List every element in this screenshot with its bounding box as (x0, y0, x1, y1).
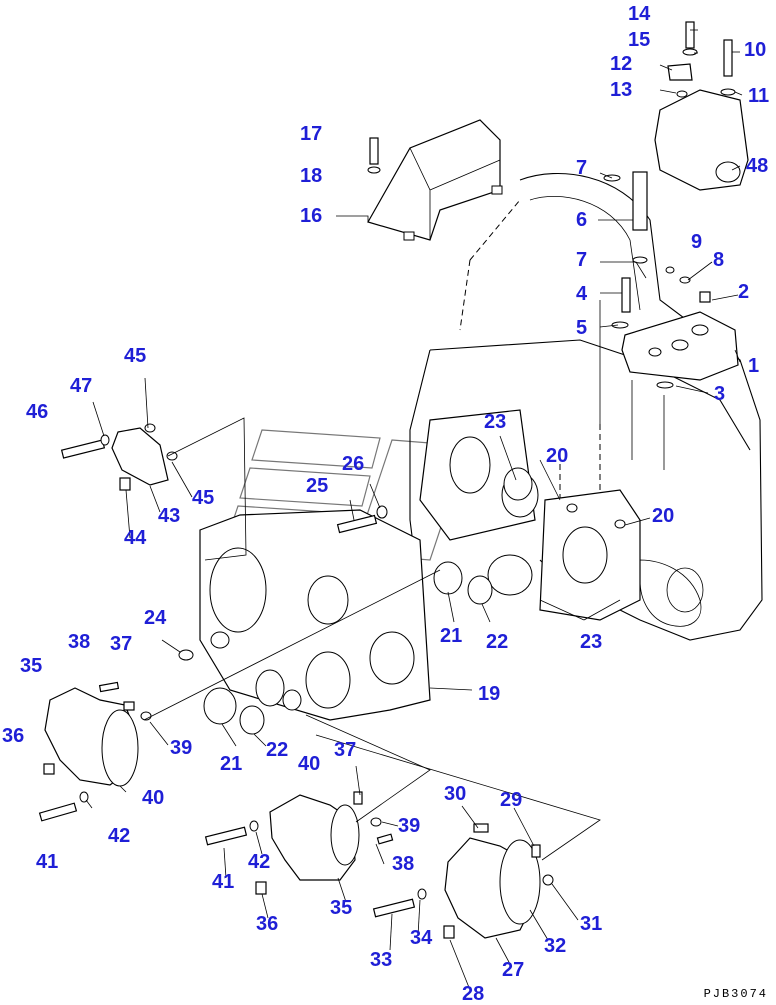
cover-16 (367, 119, 503, 241)
callout-23a: 23 (484, 411, 507, 433)
callout-25: 25 (306, 475, 329, 497)
callout-35b: 35 (330, 897, 353, 919)
pump-35-center (204, 791, 394, 895)
callout-39b: 39 (398, 815, 421, 837)
callout-20a: 20 (546, 445, 569, 467)
callout-42b: 42 (248, 851, 271, 873)
callout-7a: 7 (576, 157, 588, 179)
leader-lines (85, 29, 743, 991)
drawing-code: PJB3074 (703, 987, 768, 1001)
callout-21a: 21 (440, 625, 463, 647)
callout-44: 44 (124, 527, 147, 549)
rear-plate-19 (199, 509, 431, 721)
callout-48: 48 (746, 155, 769, 177)
callout-30: 30 (444, 783, 467, 805)
callout-29: 29 (500, 789, 523, 811)
callout-1: 1 (748, 355, 760, 377)
callout-45b: 45 (192, 487, 215, 509)
callout-34: 34 (410, 927, 433, 949)
callout-36b: 36 (256, 913, 279, 935)
callout-19: 19 (478, 683, 501, 705)
gasket-23 (419, 409, 641, 621)
callout-45a: 45 (124, 345, 147, 367)
callout-40a: 40 (142, 787, 165, 809)
callout-15: 15 (628, 29, 651, 51)
callout-24: 24 (144, 607, 167, 629)
callout-35a: 35 (20, 655, 43, 677)
callout-12: 12 (610, 53, 633, 75)
callout-9: 9 (691, 231, 703, 253)
callout-28: 28 (462, 983, 485, 1005)
valve-assembly-48 (654, 21, 749, 191)
seals (178, 137, 626, 735)
callout-46: 46 (26, 401, 49, 423)
callout-43: 43 (158, 505, 181, 527)
callout-31: 31 (580, 913, 603, 935)
callout-37b: 37 (334, 739, 357, 761)
callout-20b: 20 (652, 505, 675, 527)
callout-11: 11 (748, 85, 770, 107)
valve-assembly-1 (603, 171, 739, 389)
callout-41b: 41 (212, 871, 235, 893)
cover-43 (60, 423, 178, 491)
callout-8: 8 (713, 249, 725, 271)
pump-32 (372, 823, 554, 939)
callout-7b: 7 (576, 249, 588, 271)
callout-16: 16 (300, 205, 323, 227)
callout-42a: 42 (108, 825, 131, 847)
callout-5: 5 (576, 317, 588, 339)
callout-41a: 41 (36, 851, 59, 873)
callout-22b: 22 (266, 739, 289, 761)
callout-26: 26 (342, 453, 365, 475)
callout-38a: 38 (68, 631, 91, 653)
pump-35-left (38, 681, 152, 822)
callout-3: 3 (714, 383, 726, 405)
callout-10: 10 (744, 39, 767, 61)
callout-22a: 22 (486, 631, 509, 653)
callout-14: 14 (628, 3, 651, 25)
callout-40b: 40 (298, 753, 321, 775)
callout-37a: 37 (110, 633, 133, 655)
callout-23b: 23 (580, 631, 603, 653)
callout-38b: 38 (392, 853, 415, 875)
callout-27: 27 (502, 959, 525, 981)
callout-32: 32 (544, 935, 567, 957)
callout-33: 33 (370, 949, 393, 971)
callout-18: 18 (300, 165, 323, 187)
callout-17: 17 (300, 123, 323, 145)
callout-47: 47 (70, 375, 93, 397)
callout-4: 4 (576, 283, 588, 305)
callout-21b: 21 (220, 753, 243, 775)
callout-13: 13 (610, 79, 633, 101)
callout-39a: 39 (170, 737, 193, 759)
callout-36a: 36 (2, 725, 25, 747)
callout-2: 2 (738, 281, 750, 303)
callout-6: 6 (576, 209, 588, 231)
